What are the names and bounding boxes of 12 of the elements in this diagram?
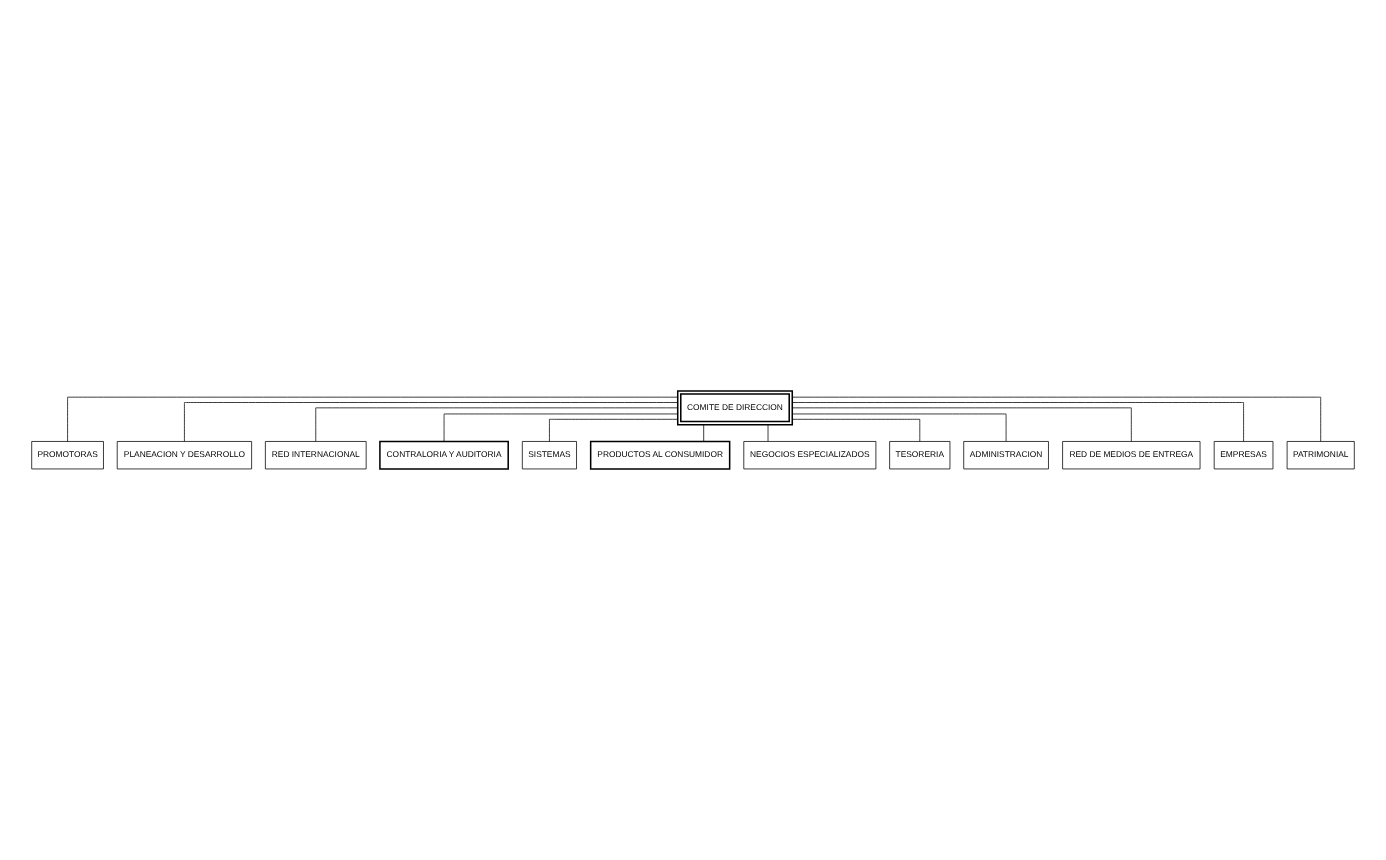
connector bbox=[315, 407, 678, 442]
connector bbox=[443, 413, 678, 442]
connector bbox=[792, 407, 1132, 442]
connector bbox=[549, 418, 678, 442]
connector bbox=[184, 402, 678, 442]
connector bbox=[792, 418, 921, 442]
connector bbox=[703, 424, 705, 442]
connector bbox=[791, 402, 1244, 442]
connector bbox=[67, 396, 678, 442]
connector bbox=[792, 396, 1322, 442]
connector bbox=[792, 413, 1007, 442]
connector bbox=[767, 424, 769, 442]
